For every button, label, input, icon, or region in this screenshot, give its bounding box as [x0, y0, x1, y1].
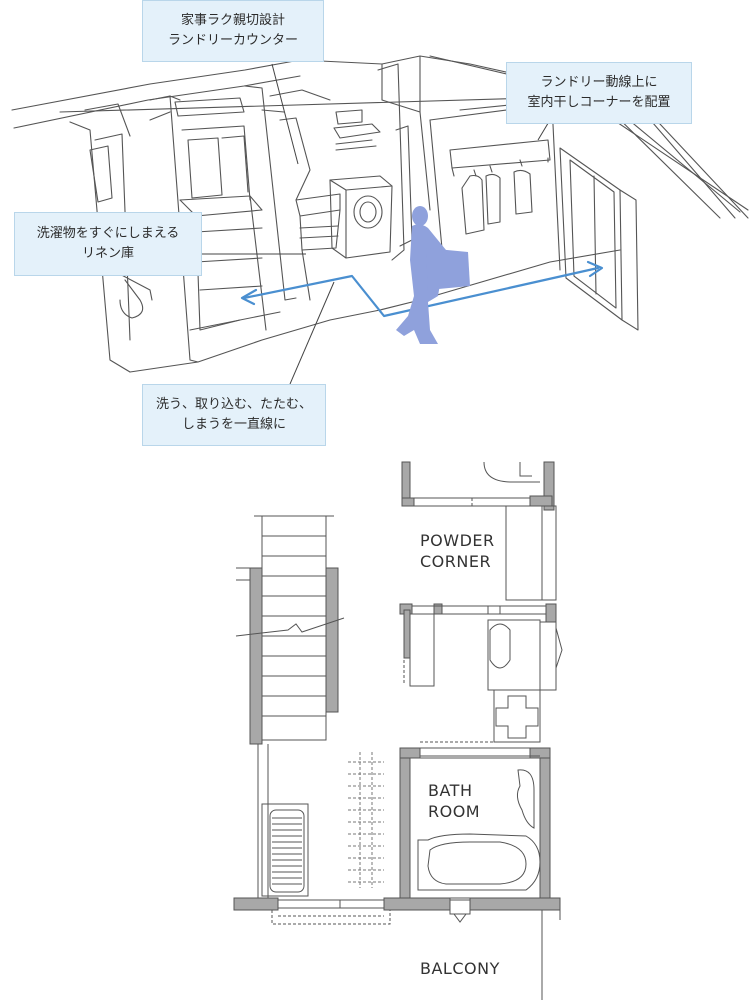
callout-laundry-counter-line1: 家事ラク親切設計 [180, 13, 285, 28]
callout-laundry-flow-line2: しまうを一直線に [181, 417, 286, 432]
laundry-flow-arrow [240, 260, 604, 318]
balcony-label: BALCONY [420, 959, 500, 978]
person-figure [396, 206, 470, 344]
powder-corner-label-line2: CORNER [420, 552, 492, 571]
callout-drying-corner: ランドリー動線上に 室内干しコーナーを配置 [506, 62, 692, 124]
callout-linen-storage-line2: リネン庫 [81, 246, 134, 261]
callout-laundry-flow-line1: 洗う、取り込む、たたむ、 [155, 397, 312, 412]
callout-leaders [200, 63, 551, 385]
callout-linen-storage: 洗濯物をすぐにしまえる リネン庫 [14, 212, 202, 276]
bath-room-label-line1: BATH [428, 781, 473, 800]
callout-linen-storage-line1: 洗濯物をすぐにしまえる [36, 226, 180, 241]
bath-room-label: BATH ROOM [428, 780, 480, 822]
callout-laundry-counter: 家事ラク親切設計 ランドリーカウンター [142, 0, 324, 62]
callout-drying-corner-line2: 室内干しコーナーを配置 [527, 95, 671, 110]
callout-laundry-flow: 洗う、取り込む、たたむ、 しまうを一直線に [142, 384, 326, 446]
bath-room-label-line2: ROOM [428, 802, 481, 821]
floor-plan-walls [233, 461, 561, 911]
floor-plan [233, 461, 563, 1000]
callout-drying-corner-line1: ランドリー動線上に [540, 75, 658, 90]
callout-laundry-counter-line2: ランドリーカウンター [167, 33, 298, 48]
powder-corner-label: POWDER CORNER [420, 530, 495, 572]
powder-corner-label-line1: POWDER [420, 531, 495, 550]
